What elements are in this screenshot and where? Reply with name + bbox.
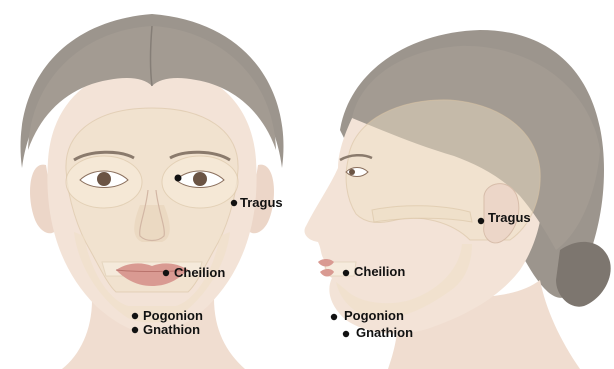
front-cheilion-label: Cheilion	[174, 265, 225, 280]
side-tragus-label: Tragus	[488, 210, 531, 225]
front-cheilion-dot	[163, 270, 169, 276]
side-cheilion-label: Cheilion	[354, 264, 405, 279]
side-hair-bun	[556, 242, 611, 307]
front-pogonion-label: Pogonion	[143, 308, 203, 323]
side-gnathion-dot	[343, 331, 349, 337]
side-tragus-dot	[478, 218, 484, 224]
side-pogonion-label: Pogonion	[344, 308, 404, 323]
front-view-panel: Tragus Cheilion Pogonion Gnathion	[21, 14, 284, 369]
front-gnathion-dot	[132, 327, 138, 333]
side-pogonion-dot	[331, 314, 337, 320]
front-pogonion-dot	[132, 313, 138, 319]
front-pupil-dot	[175, 175, 182, 182]
front-tragus-dot	[231, 200, 237, 206]
front-gnathion-label: Gnathion	[143, 322, 200, 337]
side-cheilion-dot	[343, 270, 349, 276]
side-gnathion-label: Gnathion	[356, 325, 413, 340]
side-view-panel: Tragus Cheilion Pogonion Gnathion	[305, 30, 611, 369]
front-tragus-label: Tragus	[240, 195, 283, 210]
